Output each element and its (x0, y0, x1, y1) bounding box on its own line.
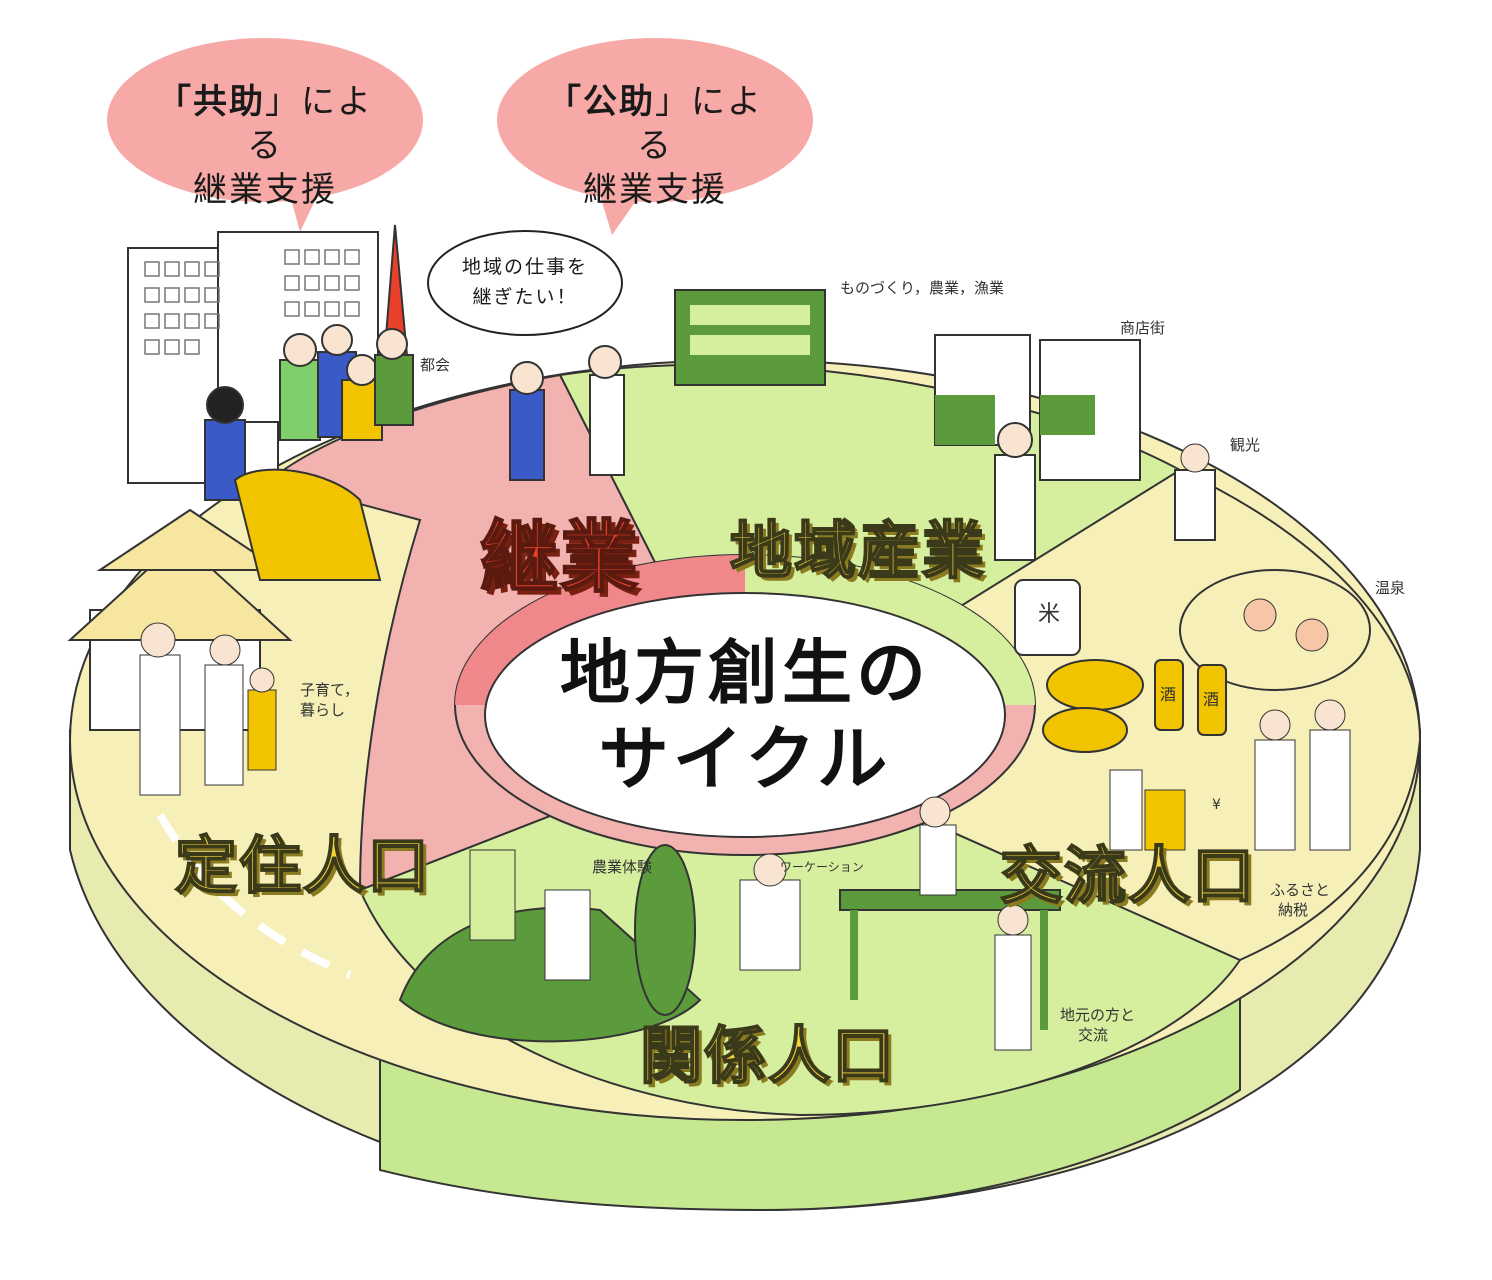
note-nogyo-taiken: 農業体験 (592, 857, 652, 877)
segment-label-teiju-jinko: 定住人口 (175, 815, 431, 905)
bubble-kojo-line1: 「公助」による (540, 80, 770, 168)
yen-bag-label: ¥ (1212, 795, 1221, 815)
bubble-kojo-line2: 継業支援 (540, 168, 770, 212)
speech-line1: 地域の仕事を (430, 252, 620, 282)
note-kosodate-line1: 子育て， (300, 680, 359, 700)
sake-label-2: 酒 (1203, 690, 1219, 710)
note-workation: ワーケーション (780, 857, 864, 877)
note-shotengai-sign: 商店街 (985, 348, 1024, 368)
center-title: 地方創生の サイクル (500, 630, 990, 802)
note-furusato-line1: ふるさと (1270, 880, 1330, 900)
bubble-kyojo-line2: 継業支援 (150, 168, 380, 212)
rice-bag-label: 米 (1038, 605, 1060, 625)
sake-label-1: 酒 (1160, 685, 1176, 705)
note-kosodate: 子育て， 暮らし (300, 680, 359, 720)
segment-label-koryu-jinko: 交流人口 (1000, 825, 1256, 915)
segment-label-keigyo: 継業 (480, 495, 640, 607)
center-title-line1: 地方創生の (500, 630, 990, 716)
note-kanko: 観光 (1230, 435, 1260, 455)
bubble-kyojo: 「共助」による 継業支援 (150, 80, 380, 212)
note-jimoto: 地元の方と 交流 (1060, 1005, 1135, 1045)
speech-line2: 継ぎたい！ (430, 282, 620, 312)
note-tokai: 都会 (420, 355, 450, 375)
note-jimoto-line1: 地元の方と (1060, 1005, 1135, 1025)
bubble-kojo: 「公助」による 継業支援 (540, 80, 770, 212)
note-monozukuri: ものづくり，農業，漁業 (840, 278, 1004, 298)
note-furusato-line2: 納税 (1270, 900, 1330, 920)
center-title-line2: サイクル (500, 716, 990, 802)
note-furusato: ふるさと 納税 (1270, 880, 1330, 920)
speech-bubble: 地域の仕事を 継ぎたい！ (430, 252, 620, 312)
note-shotengai: 商店街 (1120, 318, 1165, 338)
segment-label-kankei-jinko: 関係人口 (640, 1005, 896, 1095)
note-onsen: 温泉 (1375, 578, 1405, 598)
note-kosodate-line2: 暮らし (300, 700, 359, 720)
note-jimoto-line2: 交流 (1060, 1025, 1135, 1045)
segment-label-chiiki-sangyo: 地域産業 (730, 500, 986, 590)
bubble-kyojo-line1: 「共助」による (150, 80, 380, 168)
